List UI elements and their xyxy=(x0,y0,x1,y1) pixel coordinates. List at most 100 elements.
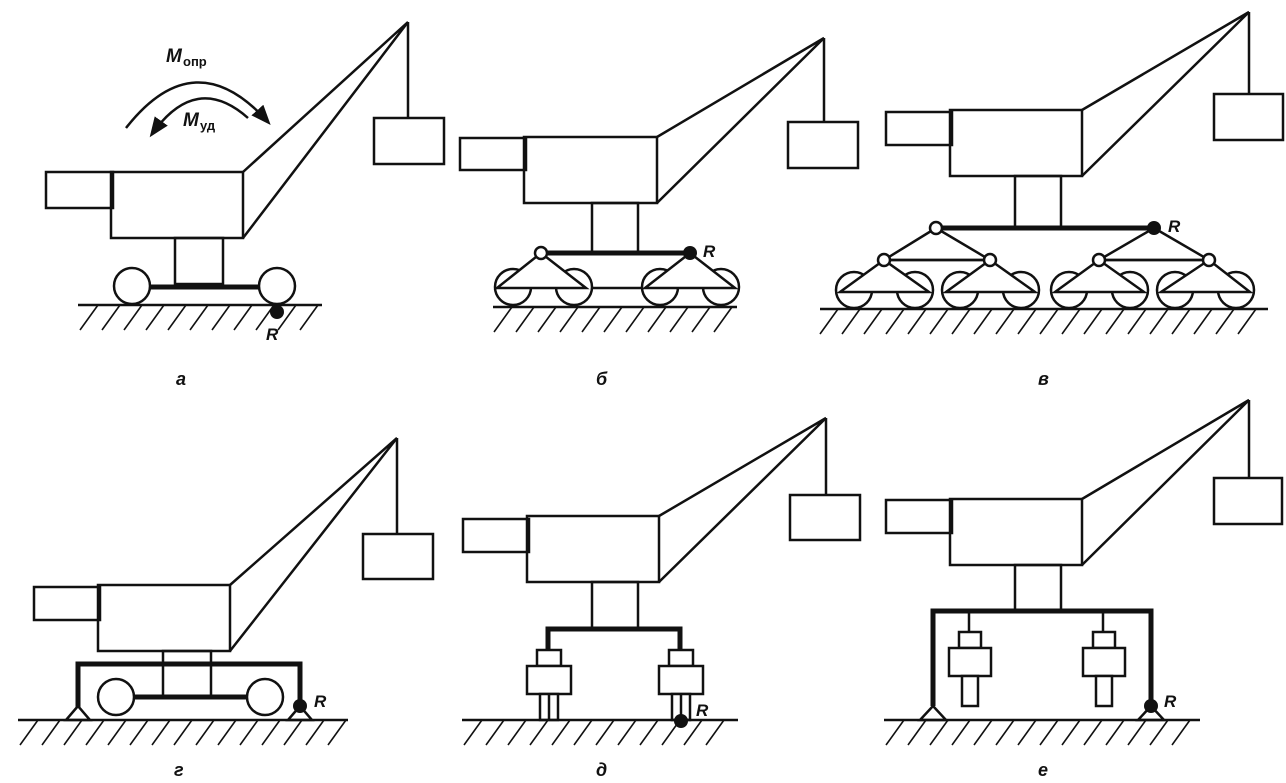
bogie-balancer xyxy=(836,258,933,294)
load xyxy=(786,120,860,170)
turntable-post xyxy=(161,649,213,699)
panel-b: R б xyxy=(458,36,860,389)
hinge xyxy=(1201,252,1217,268)
panel-caption: в xyxy=(1038,369,1049,389)
reaction-point xyxy=(1147,221,1161,235)
boom xyxy=(229,437,398,652)
chassis xyxy=(63,661,315,722)
bogie-balancer xyxy=(641,251,739,290)
outrigger-frame xyxy=(525,626,705,722)
wheel xyxy=(112,266,152,306)
turntable-post xyxy=(1013,563,1063,613)
load xyxy=(788,493,862,542)
ground xyxy=(819,307,1268,335)
reaction-point xyxy=(683,246,697,260)
ground xyxy=(884,718,1200,746)
hinge xyxy=(982,252,998,268)
hinge xyxy=(533,245,549,261)
reaction-point xyxy=(293,699,307,713)
cabin xyxy=(948,108,1084,178)
reaction-point xyxy=(270,305,284,319)
wheel xyxy=(245,677,285,717)
portal-frame xyxy=(75,661,303,717)
hinge xyxy=(1091,252,1107,268)
panel-caption: а xyxy=(176,369,186,389)
panel-caption: г xyxy=(174,760,184,780)
counterweight xyxy=(44,170,115,210)
cabin xyxy=(525,514,661,584)
crane-body xyxy=(884,10,1285,229)
restoring-moment-arrow xyxy=(149,97,249,138)
boom xyxy=(656,36,825,204)
portal-frame xyxy=(917,608,1167,722)
load xyxy=(1212,92,1285,142)
overturning-moment-arrow xyxy=(125,81,271,129)
reaction-point xyxy=(1144,699,1158,713)
outrigger-jack xyxy=(947,611,993,708)
wheel xyxy=(257,266,297,306)
boom xyxy=(1081,398,1250,566)
hinge xyxy=(876,252,892,268)
crane-body xyxy=(461,416,862,632)
bogie-balancer xyxy=(1156,258,1254,294)
outrigger-beam xyxy=(545,626,683,650)
cabin xyxy=(948,497,1084,567)
load xyxy=(361,532,435,581)
counterweight xyxy=(884,110,954,147)
ground xyxy=(78,303,322,331)
overturning-moment-subscript: опр xyxy=(183,54,207,69)
load xyxy=(1212,476,1284,526)
counterweight xyxy=(884,498,954,535)
cabin xyxy=(109,170,245,240)
counterweight xyxy=(458,136,528,172)
outrigger-jack xyxy=(657,648,705,722)
reaction-point xyxy=(674,714,688,728)
restoring-moment-symbol: M xyxy=(183,110,200,131)
crane-body xyxy=(32,437,435,699)
panel-f: R е xyxy=(884,398,1284,780)
ground xyxy=(493,305,737,333)
chassis xyxy=(834,220,1256,310)
chassis xyxy=(493,245,741,307)
turntable-post xyxy=(590,201,640,254)
bogie-balancer xyxy=(493,251,590,290)
counterweight xyxy=(461,517,531,554)
support xyxy=(63,704,93,722)
panel-caption: д xyxy=(596,760,607,780)
reaction-label: R xyxy=(314,692,327,711)
boom xyxy=(242,21,409,239)
crane-body xyxy=(884,398,1284,613)
reaction-label: R xyxy=(1168,217,1181,236)
portal-beam xyxy=(930,608,1154,706)
reaction-label: R xyxy=(703,242,716,261)
restoring-moment-subscript: уд xyxy=(200,118,216,133)
load xyxy=(372,116,446,166)
boom xyxy=(658,416,827,583)
crane-body xyxy=(44,21,446,286)
panel-d: R г xyxy=(18,437,435,780)
panel-caption: е xyxy=(1038,760,1048,780)
reaction-label: R xyxy=(1164,692,1177,711)
panel-c: R в xyxy=(819,10,1285,389)
turntable-post xyxy=(1013,174,1063,229)
bogie-balancer xyxy=(1051,258,1148,294)
turntable-post xyxy=(173,236,225,286)
support xyxy=(917,704,949,722)
reaction-label: R xyxy=(266,325,279,344)
reaction-label: R xyxy=(696,701,709,720)
wheel xyxy=(96,677,136,717)
panel-a: R M опр M уд а xyxy=(44,21,446,389)
panel-e: R д xyxy=(461,416,862,780)
hinge xyxy=(928,220,944,236)
chassis xyxy=(112,266,297,306)
cabin xyxy=(522,135,659,205)
counterweight xyxy=(32,585,102,622)
overturning-moment-symbol: M xyxy=(166,46,183,67)
turntable-post xyxy=(590,580,640,632)
outrigger-jack xyxy=(1081,611,1127,708)
ground xyxy=(18,718,348,746)
outrigger-jack xyxy=(525,648,573,722)
bogie-balancer xyxy=(942,258,1039,294)
panel-caption: б xyxy=(596,369,608,389)
